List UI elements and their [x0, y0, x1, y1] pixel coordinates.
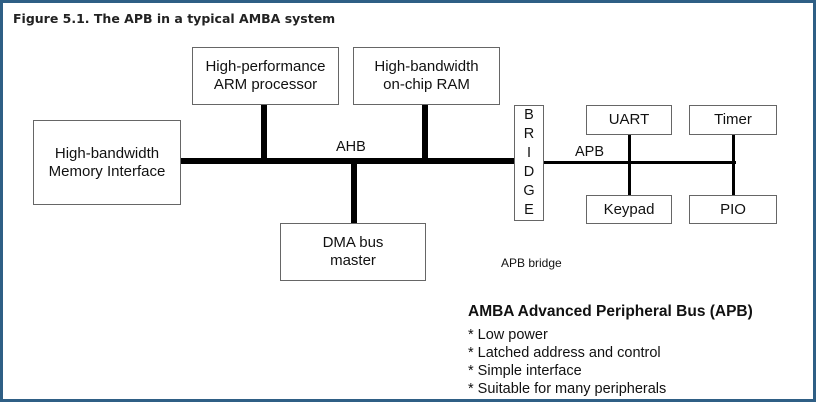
- memory-interface-line1: High-bandwidth: [54, 144, 160, 162]
- on-chip-ram-line2: on-chip RAM: [383, 76, 470, 93]
- feature-item: * Low power: [468, 327, 548, 343]
- dma-line1: DMA bus: [322, 234, 384, 251]
- arm-processor-line2: ARM processor: [213, 76, 318, 93]
- timer-pio-connector: [732, 135, 735, 195]
- processor-connector: [261, 105, 267, 161]
- figure-title: Figure 5.1. The APB in a typical AMBA sy…: [13, 11, 336, 26]
- apb-bridge-caption: APB bridge: [501, 256, 562, 270]
- timer-label: Timer: [714, 111, 752, 128]
- apb-label: APB: [575, 144, 605, 160]
- dma-connector: [351, 161, 357, 223]
- timer-box: Timer: [689, 105, 777, 135]
- arm-processor-line1: High-performance: [205, 58, 326, 75]
- uart-keypad-connector: [628, 135, 631, 195]
- apb-bridge-box: B R I D G E: [514, 105, 544, 221]
- bridge-letter: I: [526, 145, 532, 161]
- pio-box: PIO: [689, 195, 777, 224]
- bridge-letter: G: [523, 183, 535, 199]
- ram-connector: [422, 105, 428, 161]
- pio-label: PIO: [720, 200, 746, 218]
- bridge-letter: D: [523, 164, 535, 180]
- dma-bus-master-box: DMA bus master: [280, 223, 426, 281]
- bridge-letter: R: [523, 126, 535, 142]
- keypad-label: Keypad: [603, 200, 655, 218]
- memory-interface-box: High-bandwidth Memory Interface: [33, 120, 181, 205]
- bridge-letter: B: [524, 107, 534, 123]
- bridge-letters: B R I D G E: [523, 106, 534, 220]
- dma-line2: master: [330, 252, 376, 269]
- uart-label: UART: [608, 111, 650, 128]
- ahb-label: AHB: [336, 139, 366, 155]
- uart-box: UART: [586, 105, 672, 135]
- memory-interface-line2: Memory Interface: [48, 162, 166, 180]
- feature-item: * Latched address and control: [468, 345, 661, 361]
- ahb-bus-line: [181, 158, 514, 164]
- keypad-box: Keypad: [586, 195, 672, 224]
- bridge-letter: E: [524, 202, 534, 218]
- feature-list: * Low power * Latched address and contro…: [468, 326, 666, 398]
- feature-item: * Suitable for many peripherals: [468, 381, 667, 397]
- feature-item: * Simple interface: [468, 363, 582, 379]
- apb-bus-line: [544, 161, 736, 164]
- on-chip-ram-line1: High-bandwidth: [374, 58, 479, 75]
- summary-heading: AMBA Advanced Peripheral Bus (APB): [468, 303, 753, 320]
- on-chip-ram-box: High-bandwidth on-chip RAM: [353, 47, 500, 105]
- arm-processor-box: High-performance ARM processor: [192, 47, 339, 105]
